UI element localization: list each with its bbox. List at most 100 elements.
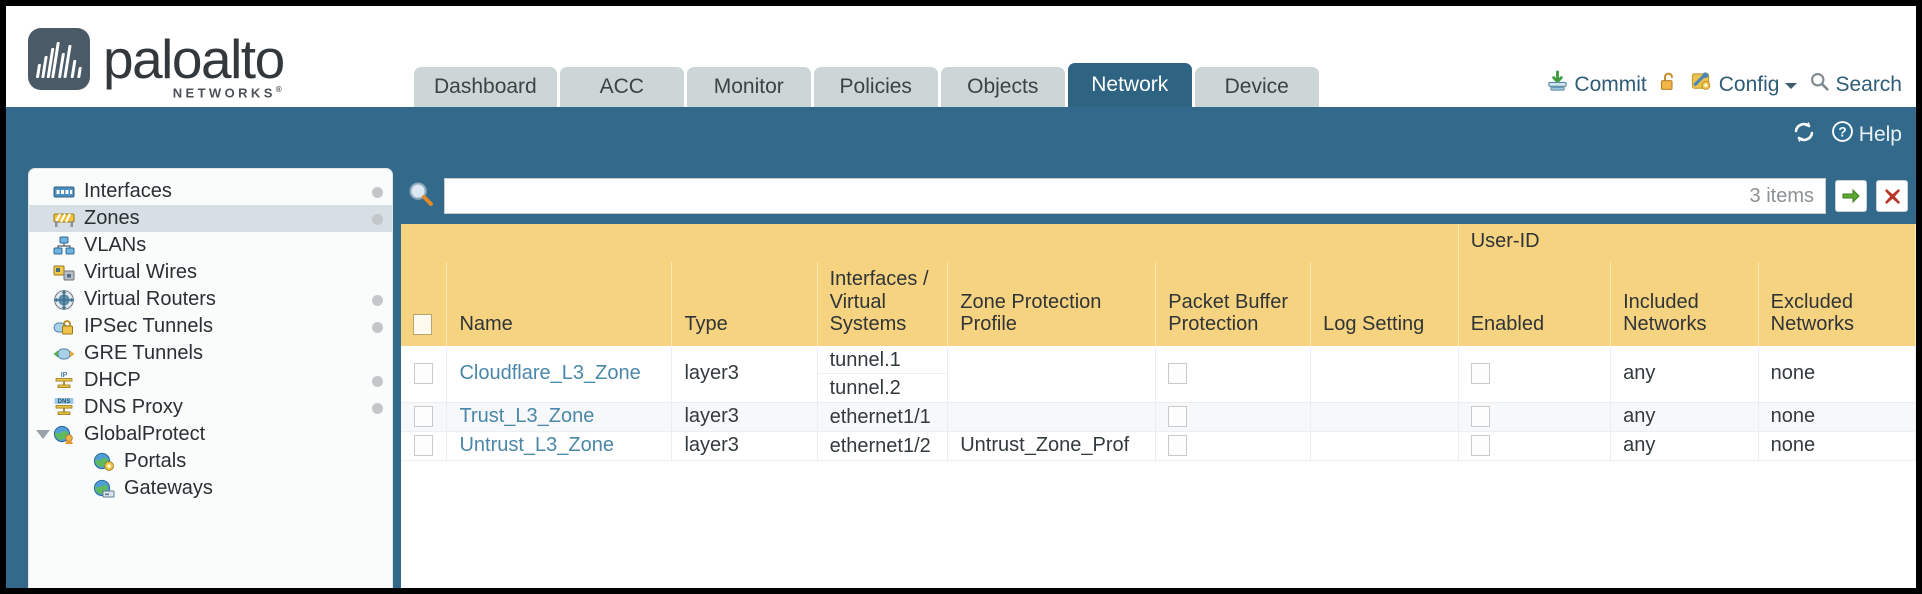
refresh-button[interactable]	[1791, 120, 1817, 150]
select-all-header[interactable]	[401, 262, 448, 346]
svg-text:DNS: DNS	[58, 399, 71, 405]
cell-userid-enabled[interactable]	[1458, 402, 1612, 432]
sidebar-item-label: Virtual Wires	[84, 261, 197, 283]
sidebar-item-zones[interactable]: Zones	[29, 205, 392, 232]
cell-log-setting	[1310, 345, 1459, 403]
sidebar-item-gre-tunnels[interactable]: GRE Tunnels	[29, 340, 392, 367]
portals-icon	[91, 452, 117, 472]
chevron-down-icon	[1784, 73, 1798, 97]
sidebar-item-dns-proxy[interactable]: DNS DNS Proxy	[29, 394, 392, 421]
cell-type: layer3	[671, 402, 818, 432]
userid-enabled-checkbox[interactable]	[1470, 406, 1490, 428]
zone-link[interactable]: Untrust_L3_Zone	[459, 434, 614, 457]
cell-name[interactable]: Untrust_L3_Zone	[446, 431, 673, 461]
row-checkbox[interactable]	[414, 363, 434, 385]
cell-packet-buffer-protection[interactable]	[1155, 402, 1312, 432]
tab-device[interactable]: Device	[1194, 67, 1319, 107]
cell-log-setting	[1310, 431, 1459, 461]
sidebar-item-ipsec-tunnels[interactable]: IPSec Tunnels	[29, 313, 392, 340]
commit-button[interactable]: Commit	[1546, 70, 1647, 99]
userid-enabled-checkbox[interactable]	[1470, 363, 1490, 385]
packet-buffer-protection-checkbox[interactable]	[1168, 406, 1188, 428]
sidebar-item-interfaces[interactable]: Interfaces	[29, 178, 392, 205]
tab-label: Dashboard	[434, 75, 537, 98]
tab-network[interactable]: Network	[1067, 63, 1192, 107]
table-header-row: Name Type Interfaces / Virtual Systems Z…	[401, 262, 1916, 346]
cell-name[interactable]: Trust_L3_Zone	[446, 402, 673, 432]
sidebar-item-gateways[interactable]: Gateways	[29, 475, 392, 502]
globalprotect-icon	[51, 425, 77, 445]
cell-interfaces: ethernet1/1	[817, 402, 949, 432]
row-select-cell[interactable]	[401, 431, 448, 461]
sidebar-nav: Interfaces Zones	[28, 168, 393, 588]
zone-link[interactable]: Trust_L3_Zone	[459, 405, 595, 428]
tab-acc[interactable]: ACC	[559, 67, 684, 107]
userid-enabled-checkbox[interactable]	[1470, 435, 1490, 457]
sidebar-item-virtual-routers[interactable]: Virtual Routers	[29, 286, 392, 313]
col-header-name[interactable]: Name	[446, 262, 673, 346]
col-header-log-setting[interactable]: Log Setting	[1310, 262, 1459, 346]
cell-included-networks: any	[1610, 402, 1759, 432]
packet-buffer-protection-checkbox[interactable]	[1168, 435, 1188, 457]
col-header-type[interactable]: Type	[671, 262, 818, 346]
table-row[interactable]: Untrust_L3_Zone layer3 ethernet1/2 Untru…	[401, 431, 1916, 461]
sidebar-item-label: DHCP	[84, 369, 141, 391]
sidebar-item-label: DNS Proxy	[84, 396, 183, 418]
cell-zone-protection-profile	[947, 345, 1157, 403]
status-dot	[372, 403, 383, 414]
tab-dashboard[interactable]: Dashboard	[414, 67, 557, 107]
col-header-packet-buffer-protection[interactable]: Packet Buffer Protection	[1155, 262, 1312, 346]
cell-packet-buffer-protection[interactable]	[1155, 345, 1312, 403]
search-input[interactable]: 3 items	[444, 178, 1826, 214]
clear-filter-button[interactable]	[1876, 180, 1908, 212]
sidebar-item-dhcp[interactable]: IP DHCP	[29, 367, 392, 394]
help-label: Help	[1858, 122, 1902, 146]
tab-label: ACC	[599, 75, 644, 98]
commit-icon	[1546, 70, 1569, 99]
interface-item: tunnel.1	[817, 346, 948, 374]
zone-link[interactable]: Cloudflare_L3_Zone	[459, 362, 641, 385]
tab-policies[interactable]: Policies	[813, 67, 938, 107]
sub-toolbar: ? Help	[6, 107, 1916, 168]
sidebar-item-portals[interactable]: Portals	[29, 448, 392, 475]
sidebar-item-vlans[interactable]: VLANs	[29, 232, 392, 259]
virtual-routers-icon	[51, 289, 77, 311]
twisty-expanded-icon[interactable]	[36, 430, 50, 439]
cell-userid-enabled[interactable]	[1458, 345, 1612, 403]
tab-monitor[interactable]: Monitor	[686, 67, 811, 107]
apply-filter-button[interactable]	[1835, 180, 1867, 212]
tab-label: Monitor	[713, 75, 784, 98]
col-header-included-networks[interactable]: Included Networks	[1610, 262, 1759, 346]
col-header-enabled[interactable]: Enabled	[1458, 262, 1612, 346]
sidebar-item-globalprotect[interactable]: GlobalProtect	[29, 421, 392, 448]
virtual-wires-icon	[51, 264, 77, 282]
search-button[interactable]: Search	[1809, 71, 1902, 98]
interface-item: ethernet1/2	[829, 434, 931, 457]
row-select-cell[interactable]	[401, 402, 448, 432]
help-button[interactable]: ? Help	[1830, 119, 1902, 150]
cell-userid-enabled[interactable]	[1458, 431, 1612, 461]
zones-table-wrap: User-ID Name Type Interfaces / Virtual S…	[401, 224, 1916, 588]
magnifier-icon[interactable]	[407, 180, 435, 213]
table-row[interactable]: Trust_L3_Zone layer3 ethernet1/1 any non…	[401, 402, 1916, 432]
svg-text:?: ?	[1838, 125, 1846, 140]
sidebar-item-label: GlobalProtect	[84, 423, 206, 445]
select-all-checkbox[interactable]	[413, 314, 432, 336]
cell-name[interactable]: Cloudflare_L3_Zone	[446, 345, 673, 403]
help-icon: ?	[1830, 119, 1855, 150]
tab-label: Policies	[839, 75, 912, 98]
row-checkbox[interactable]	[414, 435, 434, 457]
row-checkbox[interactable]	[414, 406, 434, 428]
packet-buffer-protection-checkbox[interactable]	[1168, 363, 1188, 385]
cell-packet-buffer-protection[interactable]	[1155, 431, 1312, 461]
tab-objects[interactable]: Objects	[940, 67, 1065, 107]
row-select-cell[interactable]	[401, 345, 448, 403]
search-icon	[1809, 71, 1830, 98]
lock-button[interactable]	[1658, 70, 1679, 99]
col-header-interfaces[interactable]: Interfaces / Virtual Systems	[817, 262, 949, 346]
col-header-zone-protection-profile[interactable]: Zone Protection Profile	[947, 262, 1157, 346]
col-header-excluded-networks[interactable]: Excluded Networks	[1758, 262, 1916, 346]
config-menu[interactable]: Config	[1690, 70, 1799, 99]
tab-label: Objects	[967, 75, 1039, 98]
sidebar-item-virtual-wires[interactable]: Virtual Wires	[29, 259, 392, 286]
